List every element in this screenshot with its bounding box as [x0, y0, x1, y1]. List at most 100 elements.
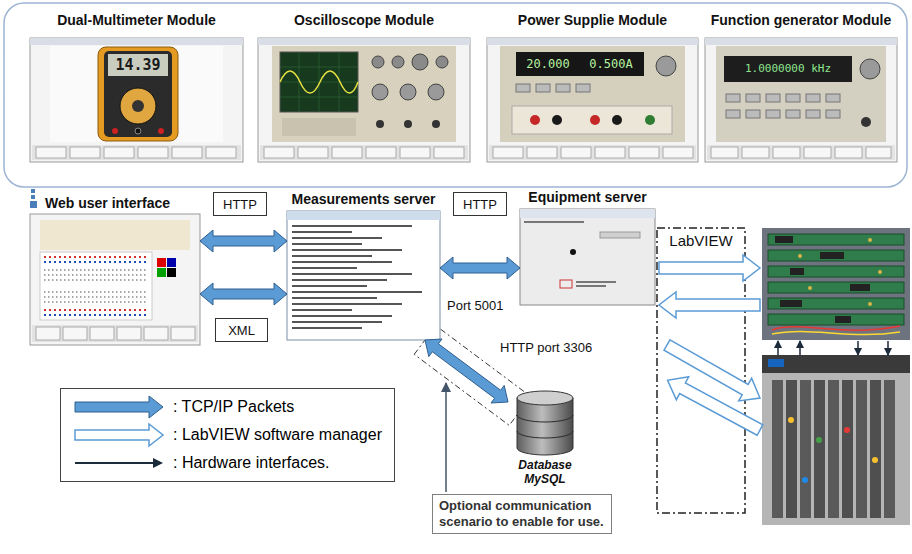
legend-arrow-sample: [75, 424, 163, 446]
hardware-rack-photo: [820, 252, 844, 259]
function-generator-screenshot: [806, 94, 820, 102]
web-ui-screenshot: [157, 258, 166, 267]
oscilloscope-screenshot: [436, 56, 448, 68]
box-label: HTTP: [463, 197, 497, 212]
web-ui-screenshot: [30, 214, 200, 345]
hardware-rack-photo: [762, 228, 910, 340]
display-reading: 0.500A: [580, 52, 642, 76]
hardware-rack-photo: [835, 316, 851, 323]
web-ui-screenshot: [117, 327, 141, 340]
power-supply-screenshot: [656, 56, 676, 76]
web-ui-screenshot: [44, 296, 148, 298]
display-reading: 20.000: [518, 52, 578, 76]
function-generator-screenshot: [705, 38, 897, 162]
database-cylinder: [517, 391, 573, 455]
callout-text: Optional communication scenario to enabl…: [439, 498, 605, 530]
legend-arrow-sample: [75, 396, 163, 418]
power-supply-screenshot: [556, 84, 570, 92]
hardware-rack-photo: [772, 331, 900, 334]
multimeter-screenshot: [30, 38, 243, 45]
web-ui-screenshot: Web user interface: [30, 214, 200, 345]
web-ui-screenshot: [32, 325, 198, 342]
legend-sample: [69, 422, 169, 448]
function-generator-screenshot: [705, 38, 897, 162]
function-generator-screenshot: [746, 110, 760, 118]
hardware-interface-arrow: [799, 341, 801, 355]
web-ui-screenshot: [144, 327, 168, 340]
port-label: HTTP port 3306: [500, 340, 592, 355]
hardware-interface-arrow: [778, 341, 888, 355]
hardware-interface-arrow: [857, 341, 859, 355]
web-ui-screenshot: [30, 214, 200, 345]
pxi-chassis-photo: [884, 380, 895, 518]
equipment-window: [576, 285, 606, 287]
web-ui-screenshot: [44, 301, 148, 303]
console-window: [292, 267, 357, 269]
database-cylinder: [517, 431, 573, 438]
power-supply-screenshot: [645, 115, 655, 125]
web-ui-screenshot: [44, 256, 148, 258]
dotted-marker: [30, 189, 37, 208]
tcp-ip-arrow: [425, 339, 508, 403]
console-window: [292, 309, 352, 311]
tcp-ip-arrow: [440, 257, 520, 279]
protocol-box: HTTP: [213, 192, 267, 216]
legend-row: : LabVIEW software manager: [69, 421, 382, 449]
web-ui-screenshot: [44, 314, 148, 316]
power-supply-screenshot: [536, 84, 550, 92]
oscilloscope-screenshot: [260, 145, 468, 160]
legend-line-sample: [153, 458, 163, 468]
hardware-rack-photo: [768, 266, 904, 277]
dotted-marker: [31, 195, 35, 199]
hardware-rack-photo: [768, 298, 904, 309]
callout-box: Optional communication scenario to enabl…: [432, 494, 612, 534]
console-window: [292, 261, 392, 263]
port-label: Port 5001: [447, 298, 503, 313]
oscilloscope-screenshot: [376, 120, 384, 128]
pxi-chassis-photo: [870, 380, 881, 518]
legend-sample: [69, 450, 169, 476]
region-label: LabVIEW: [657, 228, 745, 249]
database-cylinder: [517, 398, 573, 455]
multimeter-screenshot: [50, 46, 223, 142]
function-generator-screenshot: [826, 94, 840, 102]
legend-text: : LabVIEW software manager: [173, 426, 382, 444]
power-supply-screenshot: [629, 147, 659, 158]
power-supply-screenshot: [612, 115, 622, 125]
power-supply-screenshot: [595, 147, 625, 158]
hardware-interface-arrow: [777, 341, 779, 355]
section-heading: Web user interface: [45, 195, 170, 212]
equipment-window: [560, 280, 572, 288]
module-heading: Function generator Module: [645, 12, 912, 29]
oscilloscope-screenshot: [282, 118, 356, 136]
power-supply-screenshot: [527, 147, 557, 158]
console-window: [292, 291, 422, 293]
database-cylinder: [517, 391, 573, 405]
power-supply-screenshot: [489, 145, 696, 160]
protocol-box: HTTP: [453, 192, 507, 216]
pxi-chassis-photo: [802, 477, 808, 483]
function-generator-screenshot: [773, 147, 800, 158]
pxi-chassis-photo: [772, 380, 783, 518]
console-window: [292, 249, 402, 251]
power-supply-screenshot: [493, 147, 523, 158]
function-generator-screenshot: [711, 147, 738, 158]
console-window: [292, 327, 362, 329]
oscilloscope-screenshot: [258, 38, 470, 162]
hardware-rack-photo: [850, 284, 870, 291]
oscilloscope-screenshot: [400, 84, 416, 100]
console-window: [292, 225, 412, 227]
web-ui-screenshot: [167, 258, 176, 267]
power-supply-screenshot: [516, 52, 644, 76]
function-generator-screenshot: [742, 147, 769, 158]
function-generator-screenshot: [860, 59, 880, 79]
console-window: [292, 237, 382, 239]
multimeter-screenshot: [36, 147, 66, 158]
pxi-chassis-photo: [762, 355, 910, 525]
legend-sample: [69, 394, 169, 420]
hardware-rack-photo: [768, 282, 904, 293]
database-label: Database MySQL: [508, 458, 582, 486]
module-panel: [4, 3, 907, 187]
oscilloscope-screenshot: [258, 38, 470, 162]
database-node: Database MySQL: [508, 390, 582, 486]
